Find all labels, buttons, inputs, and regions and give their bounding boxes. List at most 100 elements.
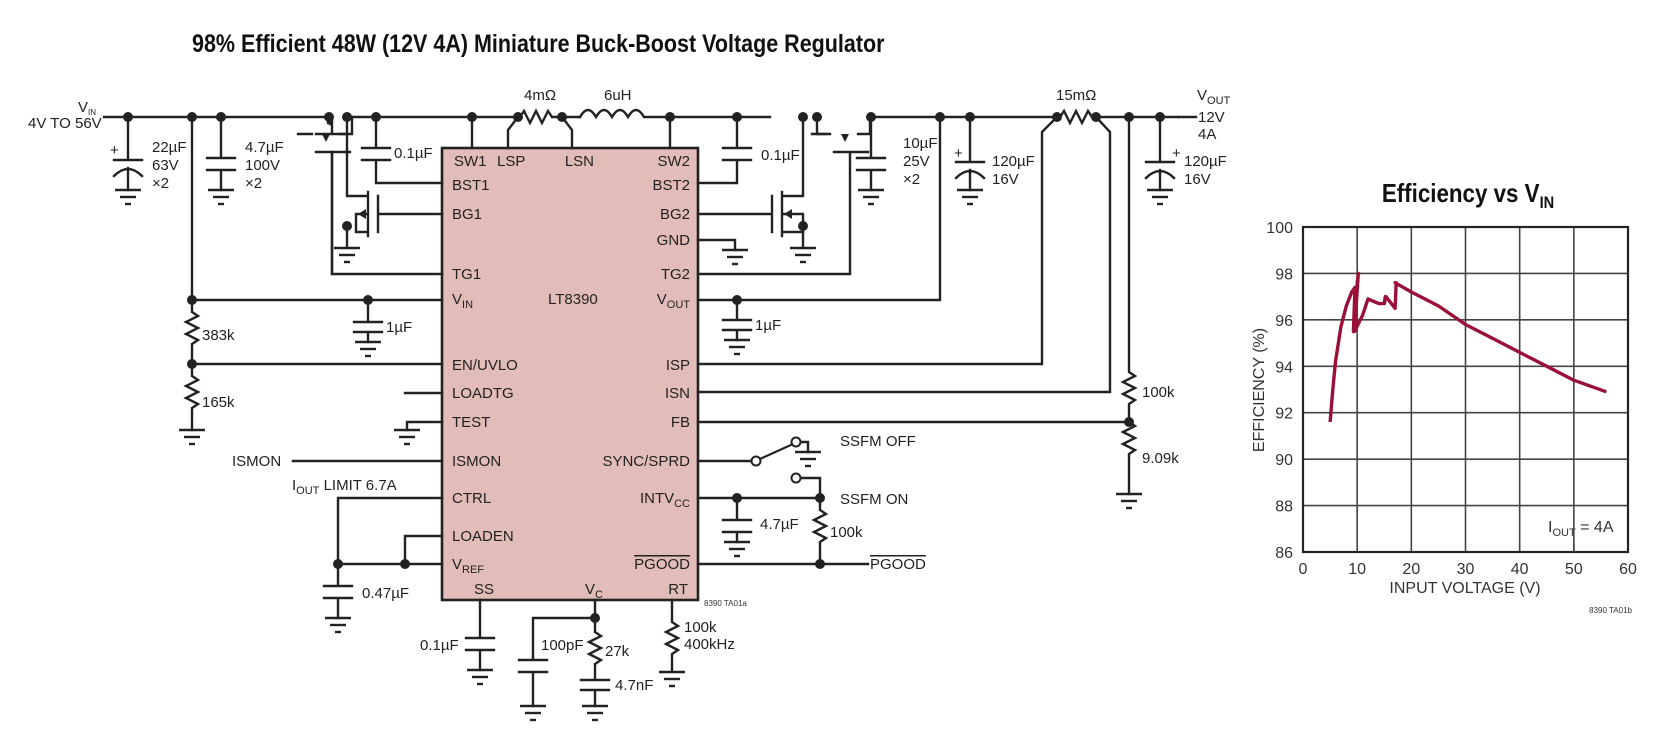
bst2-capacitor <box>696 115 753 185</box>
ssfm-off-label: SSFM OFF <box>840 433 916 450</box>
svg-text:VIN: VIN <box>452 291 473 311</box>
svg-text:SW1: SW1 <box>454 153 487 170</box>
sw-wires <box>470 115 672 150</box>
svg-text:ISN: ISN <box>665 385 690 402</box>
r-sense-out-value: 15mΩ <box>1056 87 1096 104</box>
c-out-cer-voltage: 25V <box>903 153 930 170</box>
svg-text:SS: SS <box>474 581 494 598</box>
svg-text:BST1: BST1 <box>452 177 490 194</box>
output-bulk-capacitor-1 <box>954 115 986 192</box>
svg-text:TG1: TG1 <box>452 266 481 283</box>
sense-resistor-4mohm <box>518 108 582 126</box>
bottom-fet-1 <box>345 115 444 238</box>
vc-rc-network <box>579 616 611 708</box>
x-tick-label: 40 <box>1511 561 1529 578</box>
svg-text:BST2: BST2 <box>652 177 690 194</box>
vc-hf-capacitor <box>517 598 597 708</box>
c-in-bulk-voltage: 63V <box>152 157 179 174</box>
ismon-label: ISMON <box>232 453 281 470</box>
vin-label: VIN <box>78 99 96 117</box>
ic-pin-labels: SW1 LSP BST1 BG1 TG1 VIN EN/UVLO LOADTG … <box>452 153 747 608</box>
c-in-bulk-value: 22µF <box>152 139 187 156</box>
uvlo-divider <box>183 298 444 432</box>
svg-text:VC: VC <box>585 581 603 601</box>
svg-text:8390 TA01a: 8390 TA01a <box>704 599 747 608</box>
isn-wire <box>696 115 1112 394</box>
svg-text:FB: FB <box>671 414 690 431</box>
x-tick-label: 60 <box>1619 561 1637 578</box>
bst1-capacitor <box>360 115 444 185</box>
c-bst2-value: 0.1µF <box>761 147 800 164</box>
c-in-cer-value: 4.7µF <box>245 139 284 156</box>
r-fb-bot-value: 9.09k <box>1142 450 1179 467</box>
c-vout-value: 1µF <box>755 317 781 334</box>
y-tick-label: 98 <box>1275 266 1293 283</box>
svg-text:TG2: TG2 <box>661 266 690 283</box>
c-intvcc-value: 4.7µF <box>760 516 799 533</box>
plus-sign: + <box>110 142 119 159</box>
y-tick-label: 92 <box>1275 406 1293 423</box>
iout-limit-label: IOUT LIMIT 6.7A <box>292 477 397 497</box>
inductor-6uh <box>578 108 772 120</box>
x-tick-label: 30 <box>1457 561 1475 578</box>
chart-grid <box>1301 225 1630 554</box>
svg-text:BG2: BG2 <box>660 206 690 223</box>
y-axis-label: EFFICIENCY (%) <box>1251 328 1268 452</box>
c-vin-value: 1µF <box>386 319 412 336</box>
x-tick-label: 0 <box>1299 561 1308 578</box>
r-rt-value: 100k <box>684 619 717 636</box>
y-tick-label: 90 <box>1275 452 1293 469</box>
x-tick-label: 50 <box>1565 561 1583 578</box>
isp-wire <box>696 115 1059 366</box>
efficiency-series-line <box>1328 271 1607 423</box>
svg-text:ISMON: ISMON <box>452 453 501 470</box>
r-sense-l-value: 4mΩ <box>524 87 556 104</box>
chart-title: Efficiency vs VIN <box>1382 179 1554 212</box>
svg-text:VREF: VREF <box>452 556 484 576</box>
ss-capacitor <box>464 598 496 672</box>
vout-sense-wire <box>696 115 942 302</box>
input-ceramic-capacitor <box>205 115 237 192</box>
svg-text:CTRL: CTRL <box>452 490 491 507</box>
y-tick-label: 88 <box>1275 499 1293 516</box>
rt-resistor <box>663 598 681 674</box>
svg-text:TEST: TEST <box>452 414 490 431</box>
c-vin-capacitor <box>352 298 384 344</box>
misc-pin-wires <box>291 391 444 463</box>
chart-fig-id: 8390 TA01b <box>1589 606 1632 615</box>
c-vc-value: 4.7nF <box>615 677 653 694</box>
r-fb-top-value: 100k <box>1142 384 1175 401</box>
inductor-value: 6uH <box>604 87 632 104</box>
c-bst1-value: 0.1µF <box>394 145 433 162</box>
lsp-lsn-wires <box>506 115 574 150</box>
output-ceramic-capacitor <box>855 115 887 192</box>
svg-text:LSP: LSP <box>497 153 525 170</box>
c-out-bulk1-voltage: 16V <box>992 171 1019 188</box>
y-tick-label: 100 <box>1266 220 1293 237</box>
r-rt-frequency: 400kHz <box>684 636 735 653</box>
c-out-bulk1-value: 120µF <box>992 153 1035 170</box>
c-out-cer-value: 10µF <box>903 135 938 152</box>
ssfm-switch[interactable] <box>759 442 794 461</box>
plot-frame <box>1301 225 1630 554</box>
svg-text:+: + <box>954 145 963 162</box>
c-in-bulk-qty: ×2 <box>152 175 169 192</box>
svg-text:LOADTG: LOADTG <box>452 385 514 402</box>
svg-text:SW2: SW2 <box>657 153 690 170</box>
vin-range: 4V TO 56V <box>28 115 102 132</box>
svg-text:RT: RT <box>668 581 688 598</box>
svg-text:BG1: BG1 <box>452 206 482 223</box>
svg-text:SYNC/SPRD: SYNC/SPRD <box>602 453 690 470</box>
x-axis-label: INPUT VOLTAGE (V) <box>1389 580 1540 597</box>
r-pgood-value: 100k <box>830 524 863 541</box>
svg-text:ISP: ISP <box>666 357 690 374</box>
r-vc-value: 27k <box>605 643 630 660</box>
bottom-fet-2 <box>696 115 805 238</box>
input-bulk-capacitor: + <box>110 115 144 206</box>
y-tick-label: 94 <box>1275 359 1293 376</box>
svg-text:VOUT: VOUT <box>657 291 691 311</box>
c-out-cer-qty: ×2 <box>903 171 920 188</box>
